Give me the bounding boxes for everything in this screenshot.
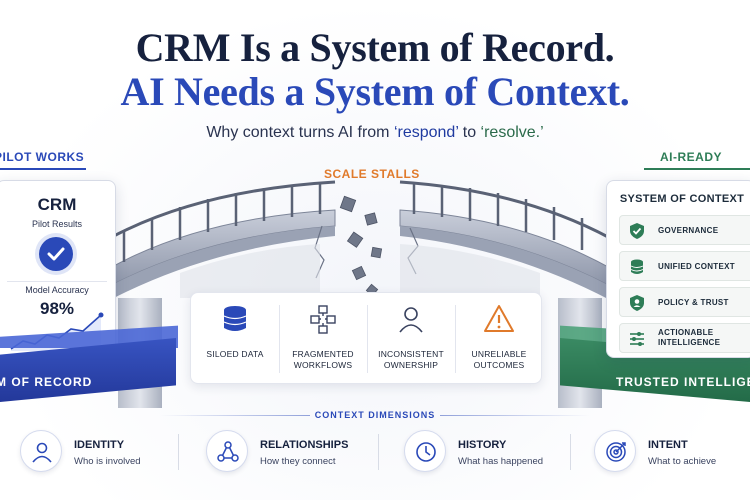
context-item-label: POLICY & TRUST	[658, 298, 729, 307]
database-icon	[630, 259, 644, 274]
crm-pilot-card: CRM Pilot Results Model Accuracy 98%	[0, 180, 116, 358]
user-icon	[32, 442, 52, 463]
user-icon	[399, 307, 423, 333]
check-icon	[39, 237, 73, 271]
issue-label-line1: UNRELIABLE	[471, 349, 527, 359]
dimension-desc: What to achieve	[648, 456, 717, 467]
dimension-icon-circle	[206, 430, 248, 472]
crm-card-divider	[7, 281, 107, 282]
subtitle-mid: to	[458, 124, 481, 141]
issue-divider	[367, 305, 368, 373]
system-of-context-card: SYSTEM OF CONTEXT GOVERNANCE UNIFIED CON…	[606, 180, 750, 358]
issue-label-line1: SILOED DATA	[206, 349, 264, 359]
context-item-policy-trust: POLICY & TRUST	[619, 287, 750, 317]
dimension-divider	[570, 434, 571, 470]
issue-label-line1: FRAGMENTED	[292, 349, 354, 359]
dimension-name: IDENTITY	[74, 439, 125, 451]
subtitle-respond: ‘respond’	[393, 124, 459, 141]
network-icon	[217, 441, 239, 462]
context-item-unified-context: UNIFIED CONTEXT	[619, 251, 750, 281]
issue-divider	[279, 305, 280, 373]
dimension-icon-circle	[20, 430, 62, 472]
target-icon	[606, 442, 626, 462]
system-of-record-label: M OF RECORD	[0, 375, 93, 389]
dimension-divider	[178, 434, 179, 470]
clock-icon	[416, 442, 436, 462]
issue-label-line2: OUTCOMES	[473, 360, 525, 370]
sliders-icon	[630, 332, 644, 346]
context-item-label: GOVERNANCE	[658, 226, 719, 235]
dimensions-rule-left	[160, 415, 310, 416]
issue-label-line1: INCONSISTENT	[378, 349, 444, 359]
workflow-icon	[310, 305, 336, 334]
dimension-desc: What has happened	[458, 456, 544, 467]
trusted-intelligence-label: TRUSTED INTELLIGE	[616, 375, 750, 389]
context-item-label: UNIFIED CONTEXT	[658, 262, 735, 271]
shield-check-icon	[630, 223, 644, 239]
subtitle-resolve: ‘resolve.’	[480, 124, 544, 141]
dimension-name: RELATIONSHIPS	[260, 439, 349, 451]
crm-card-title: CRM	[37, 195, 77, 214]
broken-bridge-illustration	[110, 180, 610, 408]
ai-ready-underline	[644, 168, 750, 170]
database-icon	[223, 306, 247, 331]
warning-icon	[484, 305, 514, 332]
dimension-icon-circle	[594, 430, 636, 472]
dimensions-rule-right	[440, 415, 590, 416]
subtitle: Why context turns AI from ‘respond’ to ‘…	[0, 124, 750, 142]
issue-divider	[455, 305, 456, 373]
headline-line-2: AI Needs a System of Context.	[120, 69, 630, 114]
issue-siloed-data: SILOED DATA	[191, 293, 279, 385]
ai-ready-label: AI-READY	[660, 150, 723, 164]
headline-line-1: CRM Is a System of Record.	[135, 25, 615, 70]
dimension-name: HISTORY	[458, 439, 507, 451]
context-item-label-line2: INTELLIGENCE	[658, 338, 721, 347]
dimension-desc: How they connect	[260, 456, 336, 467]
dimension-desc: Who is involved	[74, 456, 141, 467]
context-card-title: SYSTEM OF CONTEXT	[619, 193, 745, 205]
pilot-works-label: PILOT WORKS	[0, 150, 85, 164]
dimension-name: INTENT	[648, 439, 688, 451]
user-shield-icon	[630, 295, 644, 311]
model-accuracy-label: Model Accuracy	[25, 285, 89, 295]
issue-label-line2: OWNERSHIP	[383, 360, 439, 370]
model-accuracy-value: 98%	[39, 299, 75, 318]
issue-label-line2: WORKFLOWS	[293, 360, 353, 370]
context-item-label-line1: ACTIONABLE	[658, 328, 714, 337]
subtitle-pre: Why context turns AI from	[206, 124, 394, 141]
context-item-governance: GOVERNANCE	[619, 215, 750, 245]
dimension-divider	[378, 434, 379, 470]
crm-card-subtitle: Pilot Results	[31, 219, 83, 229]
issue-label: SILOED DATA	[191, 349, 279, 360]
scale-stalls-label: SCALE STALLS	[324, 167, 420, 181]
context-dimensions-title: CONTEXT DIMENSIONS	[314, 410, 436, 420]
dimension-icon-circle	[404, 430, 446, 472]
pilot-underline	[0, 168, 86, 170]
